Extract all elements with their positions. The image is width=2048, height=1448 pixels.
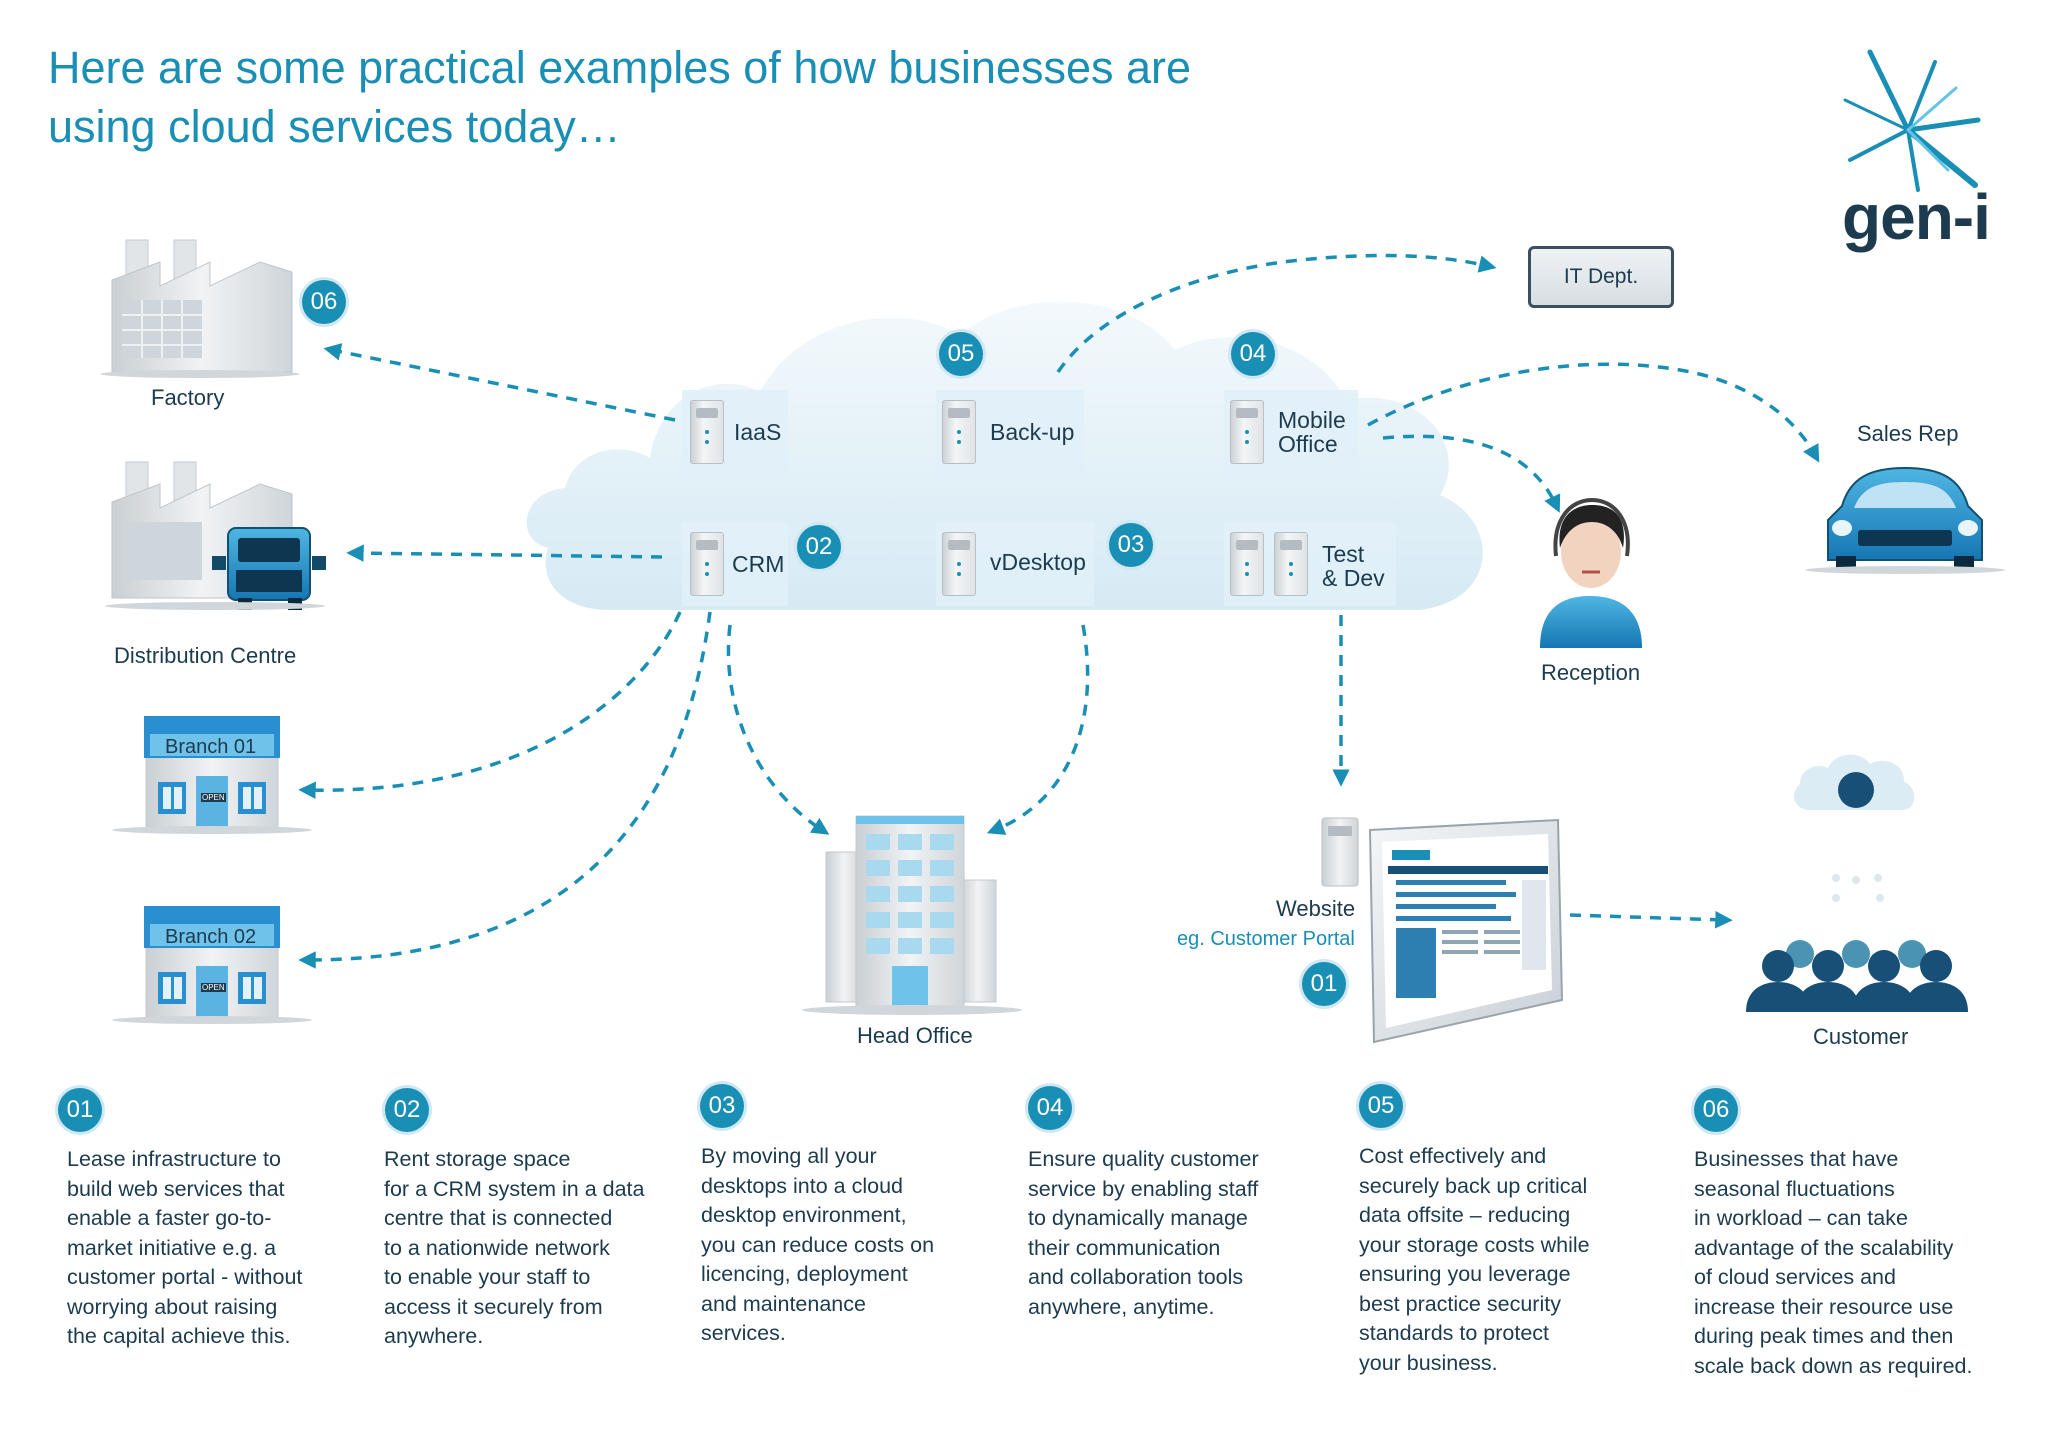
server-icon — [942, 532, 976, 596]
website-screenshot-icon — [1368, 818, 1564, 1044]
desc-04-badge: 04 — [1028, 1086, 1072, 1130]
service-test-dev: Test & Dev — [1224, 522, 1396, 606]
service-test-dev-line-2: & Dev — [1322, 565, 1385, 591]
service-mobile-office-label: Mobile Office — [1278, 408, 1346, 456]
title-line-2: using cloud services today… — [48, 101, 621, 152]
arrow-to-it-dept — [1056, 253, 1497, 373]
server-icon — [1230, 532, 1264, 596]
service-backup: Back-up — [936, 390, 1084, 474]
title-line-1: Here are some practical examples of how … — [48, 42, 1192, 93]
branch-01-label: Branch 01 — [165, 736, 257, 758]
branch-02-label: Branch 02 — [165, 926, 257, 948]
badge-vdesktop: 03 — [1109, 523, 1153, 567]
service-vdesktop: vDesktop — [936, 522, 1094, 606]
server-icon — [1274, 532, 1308, 596]
it-dept-box: IT Dept. — [1528, 246, 1674, 308]
connector-lines — [298, 253, 1820, 969]
service-crm: CRM — [682, 522, 788, 606]
head-office-building-icon — [802, 815, 1022, 1015]
car-icon — [1805, 466, 2005, 574]
desc-06-text: Businesses that have seasonal fluctuatio… — [1694, 1147, 1973, 1378]
starburst-icon — [1843, 49, 1981, 192]
badge-backup: 05 — [939, 332, 983, 376]
factory-icon — [100, 239, 300, 378]
desc-01-badge: 01 — [58, 1088, 102, 1132]
branch-01-open-sign: OPEN — [201, 793, 226, 802]
desc-04-text: Ensure quality customer service by enabl… — [1028, 1147, 1259, 1319]
receptionist-icon — [1540, 497, 1642, 648]
arrow-to-customer — [1569, 910, 1733, 929]
service-mobile-office-line-2: Office — [1278, 431, 1338, 457]
sales-rep-label: Sales Rep — [1857, 421, 1959, 446]
service-test-dev-line-1: Test — [1322, 541, 1365, 567]
branch-02-open-sign: OPEN — [201, 983, 226, 992]
service-mobile-office: Mobile Office — [1224, 390, 1358, 474]
service-test-dev-label: Test & Dev — [1322, 542, 1385, 590]
service-vdesktop-label: vDesktop — [990, 549, 1086, 575]
arrow-to-branch2 — [298, 611, 712, 969]
branch-02-icon — [112, 906, 312, 1024]
branch-01-icon — [112, 716, 312, 834]
desc-06-badge: 06 — [1694, 1088, 1738, 1132]
badge-crm: 02 — [797, 525, 841, 569]
arrow-to-sales-rep — [1367, 362, 1820, 463]
customer-group-icon — [1746, 754, 1968, 1012]
service-mobile-office-line-1: Mobile — [1278, 407, 1346, 433]
desc-05-text: Cost effectively and securely back up cr… — [1359, 1144, 1590, 1375]
desc-05-badge: 05 — [1359, 1084, 1403, 1128]
server-icon — [942, 400, 976, 464]
factory-label: Factory — [151, 385, 225, 410]
service-backup-label: Back-up — [990, 419, 1075, 445]
desc-03-text: By moving all your desktops into a cloud… — [701, 1144, 935, 1345]
service-crm-label: CRM — [732, 551, 785, 577]
truck-icon — [212, 527, 326, 610]
arrow-to-branch1 — [298, 611, 682, 799]
badge-website: 01 — [1302, 962, 1346, 1006]
badge-mobile-office: 04 — [1231, 332, 1275, 376]
company-logo-text: gen-i — [1842, 181, 1991, 253]
server-icon — [690, 400, 724, 464]
desc-02-text: Rent storage space for a CRM system in a… — [384, 1147, 645, 1348]
desc-02-badge: 02 — [385, 1088, 429, 1132]
website-label: Website — [1276, 896, 1356, 921]
arrow-to-factory — [323, 343, 676, 422]
distribution-centre-label: Distribution Centre — [114, 643, 297, 668]
badge-factory: 06 — [302, 280, 346, 324]
website-sub-label: eg. Customer Portal — [1177, 928, 1355, 950]
website-server-icon — [1321, 817, 1359, 887]
server-icon — [1230, 400, 1264, 464]
distribution-centre-icon — [105, 461, 326, 610]
desc-01-text: Lease infrastructure to build web servic… — [67, 1147, 303, 1348]
arrow-from-vdesktop-to-head-office — [986, 624, 1090, 835]
head-office-label: Head Office — [857, 1023, 973, 1048]
arrow-to-reception — [1382, 434, 1561, 513]
service-iaas-label: IaaS — [734, 419, 782, 445]
arrow-from-crm-to-head-office — [726, 624, 830, 835]
customer-label: Customer — [1813, 1024, 1909, 1049]
desc-03-badge: 03 — [700, 1084, 744, 1128]
service-iaas: IaaS — [682, 390, 788, 474]
reception-label: Reception — [1541, 660, 1641, 685]
server-icon — [690, 532, 724, 596]
page-title: Here are some practical examples of how … — [48, 38, 1248, 156]
